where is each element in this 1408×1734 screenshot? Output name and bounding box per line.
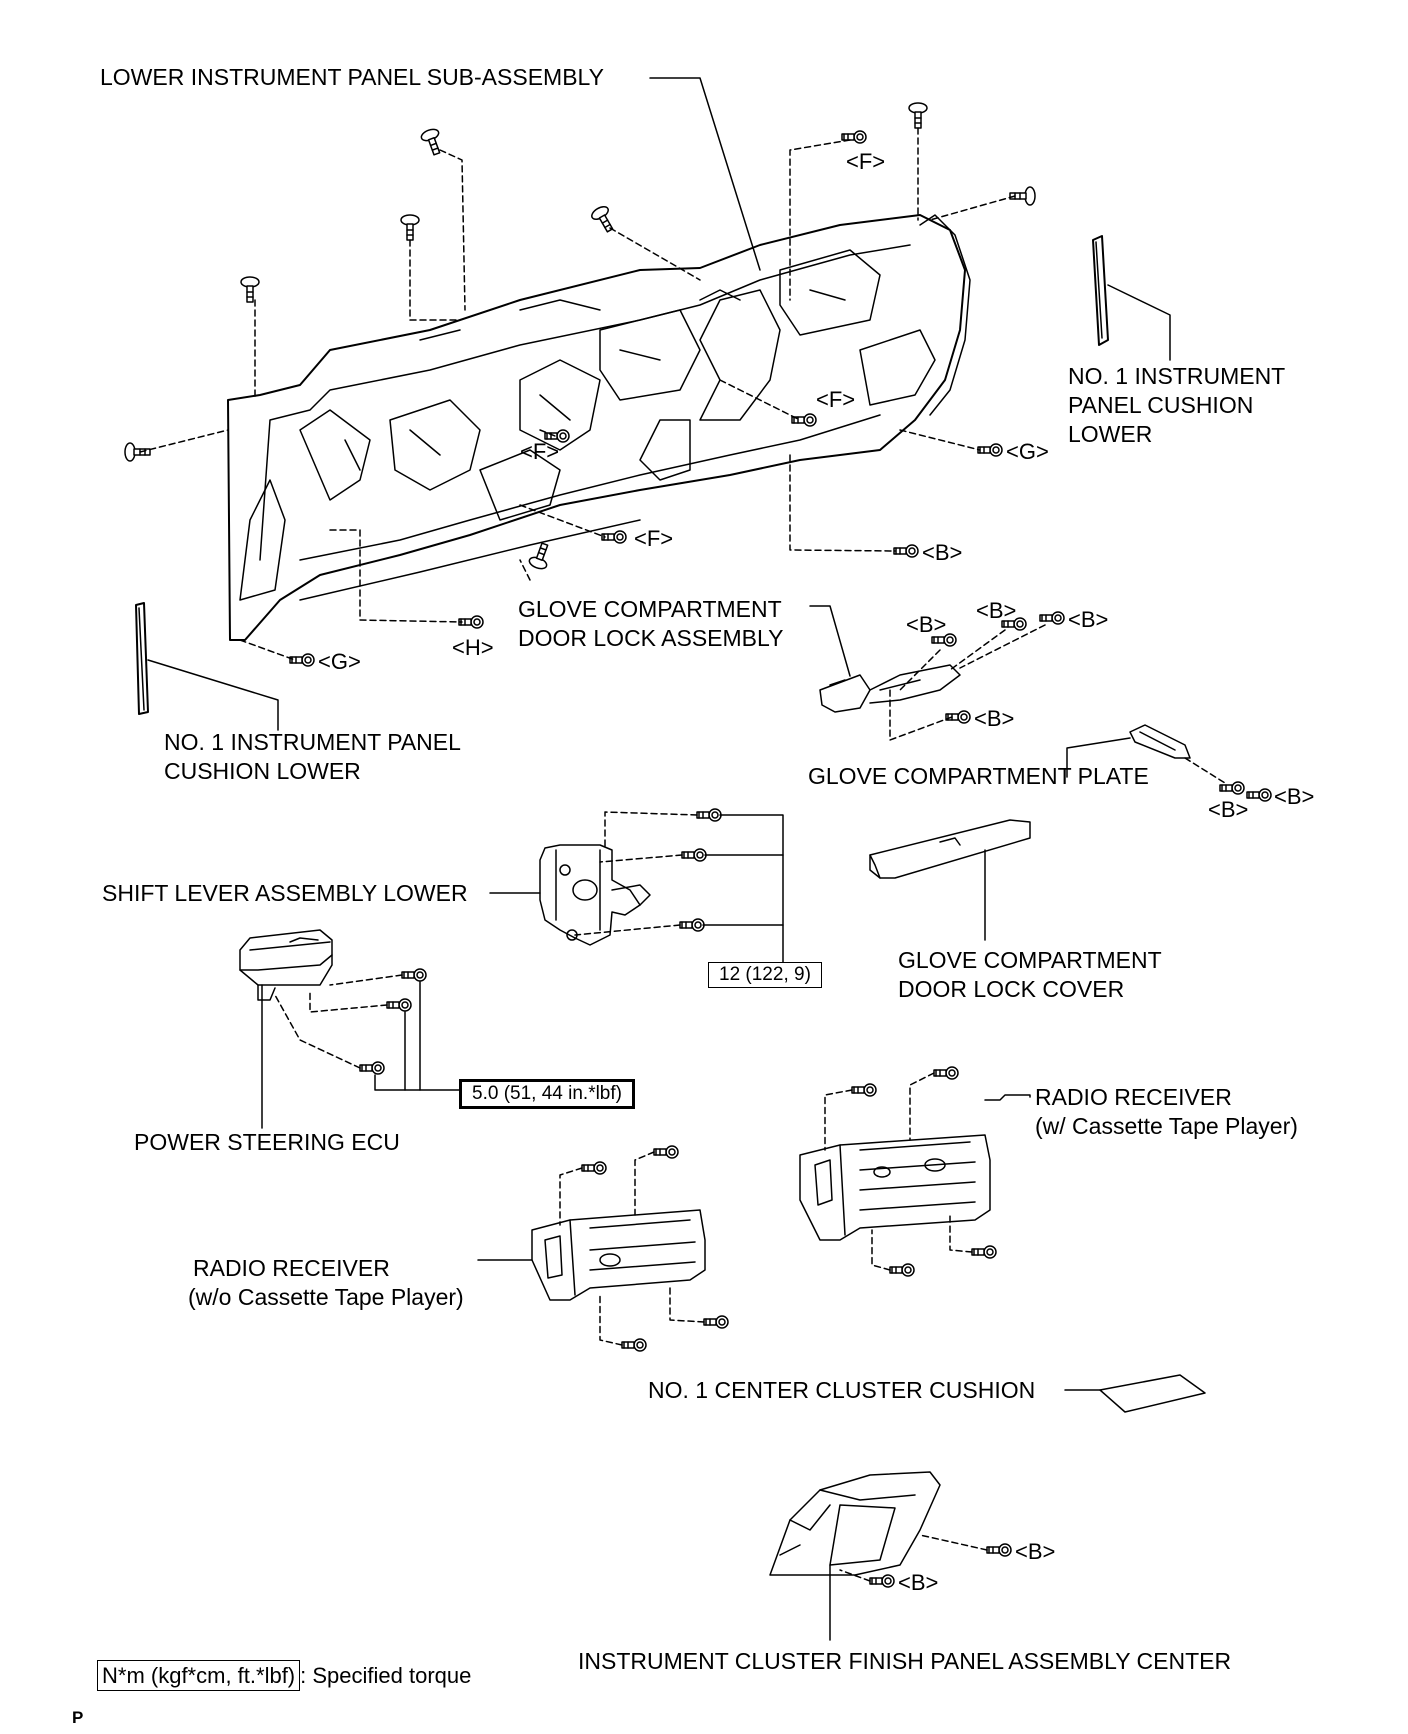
label-glove-door-lock-assembly: GLOVE COMPARTMENT DOOR LOCK ASSEMBLY [518,595,783,653]
label-line: (w/o Cassette Tape Player) [188,1284,464,1310]
leader-lower-panel [649,77,761,271]
label-line: GLOVE COMPARTMENT [518,596,782,622]
tag-b: <B> [1068,607,1109,632]
label-lower-instrument-panel: LOWER INSTRUMENT PANEL SUB-ASSEMBLY [100,64,604,90]
instrument-cluster-finish-panel [769,1471,1012,1641]
radio-receiver-with-cassette [799,1066,1031,1277]
tag-b: <B> [922,540,963,565]
page-mark: P [72,1708,84,1727]
label-line: (w/ Cassette Tape Player) [1035,1113,1298,1139]
tag-b: <B> [974,706,1015,731]
tag-f: <F> [816,387,856,412]
power-steering-ecu [239,929,461,1129]
label-radio-with-cassette: RADIO RECEIVER (w/ Cassette Tape Player) [1035,1083,1298,1141]
glove-door-lock-cover [869,819,1031,941]
cushion-lower-right [1092,235,1171,361]
label-line: RADIO RECEIVER [193,1255,390,1281]
lower-instrument-panel-sub-assembly [227,214,971,641]
legend-text: : Specified torque [300,1663,472,1688]
glove-door-lock-assembly [809,605,1065,724]
center-cluster-cushion [1064,1374,1206,1413]
torque-box-shift-lever: 12 (122, 9) [708,962,822,988]
panel-fasteners [124,102,1036,667]
label-glove-compartment-plate: GLOVE COMPARTMENT PLATE [808,763,1149,789]
tag-b: <B> [976,598,1017,623]
shift-lever-assembly-lower [489,808,784,963]
tag-b: <B> [898,1570,939,1595]
torque-legend: N*m (kgf*cm, ft.*lbf): Specified torque [97,1660,471,1691]
label-line: RADIO RECEIVER [1035,1084,1232,1110]
label-cushion-lower-left: NO. 1 INSTRUMENT PANEL CUSHION LOWER [164,728,461,786]
glove-compartment-plate [1066,724,1272,802]
label-line: PANEL CUSHION [1068,392,1254,418]
label-radio-without-cassette: RADIO RECEIVER (w/o Cassette Tape Player… [188,1254,464,1312]
label-line: GLOVE COMPARTMENT [898,947,1162,973]
shift-lever-dashed-lines [574,811,698,936]
label-line: LOWER [1068,421,1153,447]
tag-b: <B> [1274,784,1315,809]
label-line: DOOR LOCK ASSEMBLY [518,625,784,651]
tag-h: <H> [452,635,494,660]
tag-b: <B> [1015,1539,1056,1564]
plate-dashed-line [1184,757,1226,784]
label-cushion-lower-right: NO. 1 INSTRUMENT PANEL CUSHION LOWER [1068,362,1285,449]
tag-g: <G> [1006,439,1049,464]
cushion-lower-left [135,602,279,731]
label-line: DOOR LOCK COVER [898,976,1125,1002]
ecu-dashed-lines [274,974,403,1069]
label-line: NO. 1 INSTRUMENT PANEL [164,729,461,755]
radio-without-dashed-lines [559,1151,705,1346]
glove-lock-dashed-lines [889,624,1046,741]
label-center-cluster-cushion: NO. 1 CENTER CLUSTER CUSHION [648,1377,1036,1403]
legend-unit-box: N*m (kgf*cm, ft.*lbf) [97,1660,301,1691]
label-line: NO. 1 INSTRUMENT [1068,363,1286,389]
tag-f: <F> [634,526,674,551]
tag-g: <G> [318,649,361,674]
label-glove-door-lock-cover: GLOVE COMPARTMENT DOOR LOCK COVER [898,946,1162,1004]
tag-f: <F> [520,439,560,464]
finish-panel-dashed-lines [839,1534,988,1582]
torque-box-power-steering-ecu: 5.0 (51, 44 in.*lbf) [459,1079,635,1109]
tag-b: <B> [1208,797,1249,822]
tag-f: <F> [846,149,886,174]
label-shift-lever-assembly-lower: SHIFT LEVER ASSEMBLY LOWER [102,880,468,906]
label-line: CUSHION LOWER [164,758,361,784]
panel-dashed-lines [139,127,1016,661]
tag-b: <B> [906,612,947,637]
label-power-steering-ecu: POWER STEERING ECU [134,1129,400,1155]
radio-receiver-without-cassette [477,1145,729,1352]
radio-with-dashed-lines [824,1072,973,1271]
label-finish-panel-assembly-center: INSTRUMENT CLUSTER FINISH PANEL ASSEMBLY… [578,1648,1232,1674]
